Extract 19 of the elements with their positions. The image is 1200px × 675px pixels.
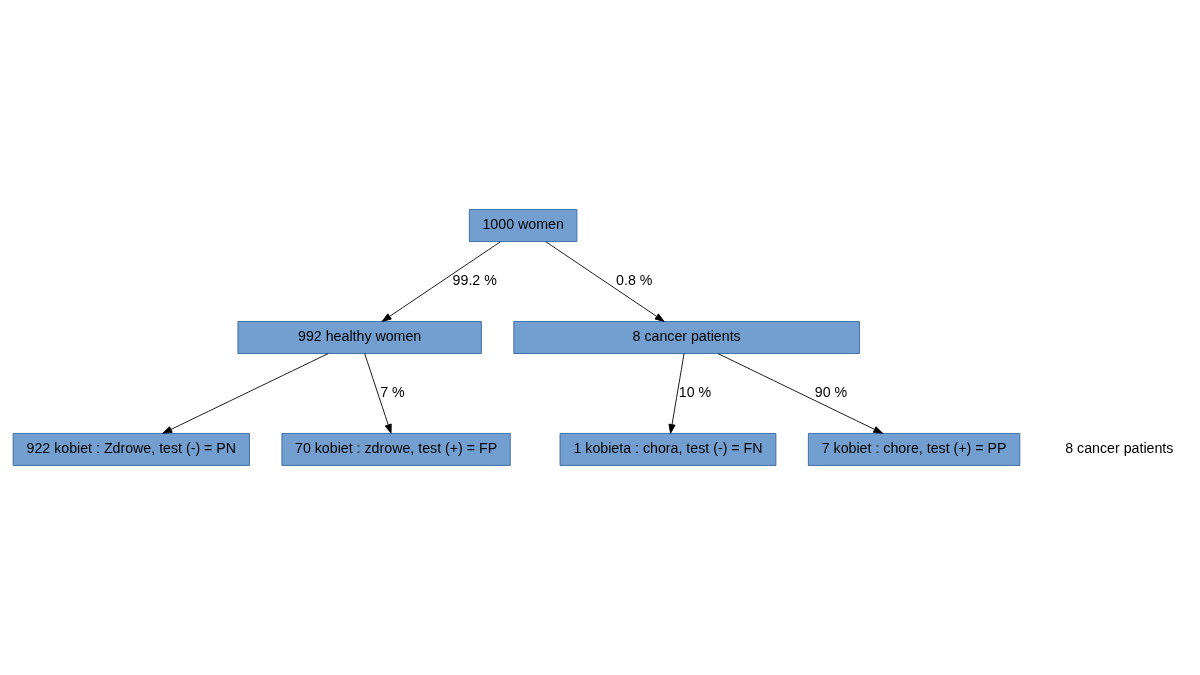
node-box: 1000 women [468, 209, 578, 242]
arrow [668, 353, 685, 434]
edge-label: 0.8 % [616, 271, 653, 288]
arrow [717, 353, 884, 434]
node-box: 1 kobieta : chora, test (-) = FN [559, 433, 777, 466]
label: 8 cancer patients [1065, 439, 1174, 456]
arrow [545, 241, 665, 322]
node-box: 992 healthy women [237, 321, 482, 354]
node-box: 7 kobiet : chore, test (+) = PP [807, 433, 1021, 466]
node-box: 70 kobiet : zdrowe, test (+) = FP [281, 433, 511, 466]
edge-label: 7 % [380, 383, 405, 400]
arrow [162, 353, 329, 434]
edge-label: 90 % [814, 383, 848, 400]
node-box: 922 kobiet : Zdrowe, test (-) = PN [12, 433, 250, 466]
edge-label: 99.2 % [452, 271, 497, 288]
edge-label: 10 % [678, 383, 712, 400]
node-box: 8 cancer patients [513, 321, 860, 354]
arrow [381, 241, 501, 322]
arrow [364, 353, 392, 434]
